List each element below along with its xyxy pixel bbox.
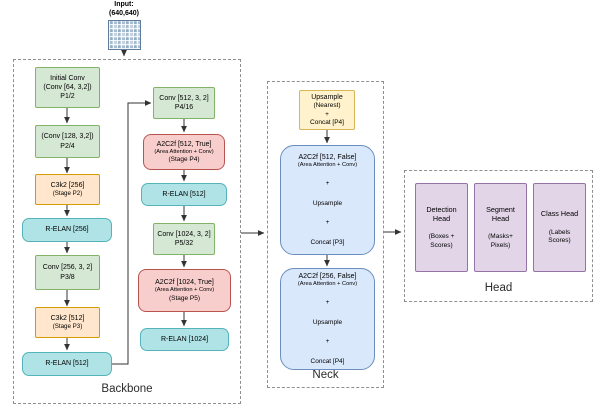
node-text-line: Upsample — [312, 199, 343, 207]
node-text-line: (Area Attention + Conv) — [297, 280, 358, 287]
node-r-elan-512: R-ELAN [512] — [22, 352, 112, 376]
node-a2c2f-1024-true: A2C2f [1024, True](Area Attention + Conv… — [138, 269, 231, 312]
node-text-line: A2C2f [256, False] — [298, 272, 357, 280]
node-a2c2f-256-false: A2C2f [256, False](Area Attention + Conv… — [280, 268, 375, 370]
node-text-line: Class Head — [540, 209, 579, 219]
node-text-line: + — [325, 219, 330, 227]
node-text-line: C3k2 [256] — [50, 181, 85, 189]
node-text-line: (Boxes + Scores) — [428, 233, 455, 249]
node-text-line: Concat [P3] — [310, 238, 345, 246]
node-conv-128: (Conv [128, 3,2])P2/4 — [35, 125, 100, 158]
node-a2c2f-512-false: A2C2f [512, False](Area Attention + Conv… — [280, 145, 375, 255]
node-text-line: P3/8 — [60, 273, 75, 281]
node-text-line: A2C2f [1024, True] — [155, 279, 214, 287]
node-text-line: + — [325, 180, 330, 188]
node-text-line: P1/2 — [60, 93, 75, 101]
node-initial-conv: Initial Conv(Conv [64, 3,2]) P1/2 — [35, 67, 100, 108]
node-c3k2-256: C3k2 [256](Stage P2) — [35, 174, 100, 205]
node-detection-head: Detection Head (Boxes + Scores) — [415, 183, 468, 272]
node-conv-512: Conv [512, 3, 2] P4/16 — [153, 87, 215, 119]
input-size-label: (640,640) — [109, 10, 139, 17]
node-text-line: (Conv [64, 3,2]) — [43, 83, 92, 91]
input-title: Input: — [114, 1, 134, 8]
node-text-line: Conv [512, 3, 2] — [159, 94, 209, 102]
node-c3k2-512: C3k2 [512](Stage P3) — [35, 307, 100, 338]
node-text-line: Concat [P4] — [310, 118, 344, 126]
node-text-line: (Area Attention + Conv) — [154, 148, 214, 155]
node-text-line: (Stage P3) — [52, 323, 83, 331]
input-grid-icon — [108, 20, 141, 50]
node-text-line: R-ELAN [256] — [45, 226, 89, 234]
node-upsample-concat-p4: Upsample(Nearest)+Concat [P4] — [299, 90, 355, 130]
node-text-line: Concat [P4] — [310, 357, 345, 365]
node-text-line: (Labels Scores) — [548, 228, 571, 245]
node-text-line: Conv [1024, 3, 2] — [157, 230, 211, 238]
node-text-line: (Masks+ Pixels) — [488, 233, 513, 249]
node-conv-256: Conv [256, 3, 2]P3/8 — [35, 255, 100, 290]
head-section-label: Head — [484, 282, 513, 294]
node-text-line: (Area Attention + Conv) — [297, 161, 358, 168]
node-text-line: (Conv [128, 3,2]) — [41, 133, 94, 141]
node-text-line: R-ELAN [1024] — [160, 335, 209, 343]
node-a2c2f-512-true: A2C2f [512, True](Area Attention + Conv)… — [143, 134, 225, 170]
node-r-elan-512b: R-ELAN [512] — [141, 183, 227, 206]
node-text-line: Detection Head — [426, 204, 457, 224]
node-text-line: C3k2 [512] — [50, 314, 85, 322]
node-text-line: + — [325, 299, 330, 307]
node-text-line: Upsample — [311, 94, 343, 101]
node-text-line: + — [325, 110, 329, 118]
node-text-line: R-ELAN [512] — [162, 190, 206, 198]
backbone-section-label: Backbone — [101, 383, 153, 395]
head-section-frame — [404, 170, 593, 302]
node-text-line: + — [325, 338, 330, 346]
node-text-line: (Stage P4) — [168, 156, 200, 164]
node-r-elan-1024: R-ELAN [1024] — [140, 328, 229, 351]
node-text-line: A2C2f [512, False] — [298, 153, 357, 161]
node-text-line: Segment Head — [486, 204, 515, 224]
neck-section-label: Neck — [312, 369, 339, 381]
neck-section-frame — [267, 81, 384, 388]
node-text-line: P5/32 — [174, 240, 194, 247]
node-text-line: (Stage P2) — [52, 190, 83, 198]
backbone-section-frame — [13, 59, 241, 404]
node-text-line: Initial Conv — [50, 74, 85, 82]
node-text-line: Conv [256, 3, 2] — [42, 264, 93, 272]
node-segment-head: Segment Head (Masks+ Pixels) — [474, 183, 527, 272]
node-text-line: R-ELAN [512] — [45, 360, 89, 368]
node-class-head: Class Head (Labels Scores) — [533, 183, 586, 272]
node-text-line: (Nearest) — [313, 102, 341, 110]
node-text-line: (Stage P5) — [168, 294, 201, 302]
node-conv-1024: Conv [1024, 3, 2] P5/32 — [153, 223, 215, 255]
node-text-line: P2/4 — [60, 142, 75, 150]
node-text-line: A2C2f [512, True] — [156, 140, 212, 148]
node-text-line: (Area Attention + Conv) — [154, 287, 215, 294]
node-text-line: Upsample — [312, 318, 343, 326]
node-text-line: P4/16 — [174, 104, 194, 111]
node-r-elan-256: R-ELAN [256] — [22, 218, 112, 242]
